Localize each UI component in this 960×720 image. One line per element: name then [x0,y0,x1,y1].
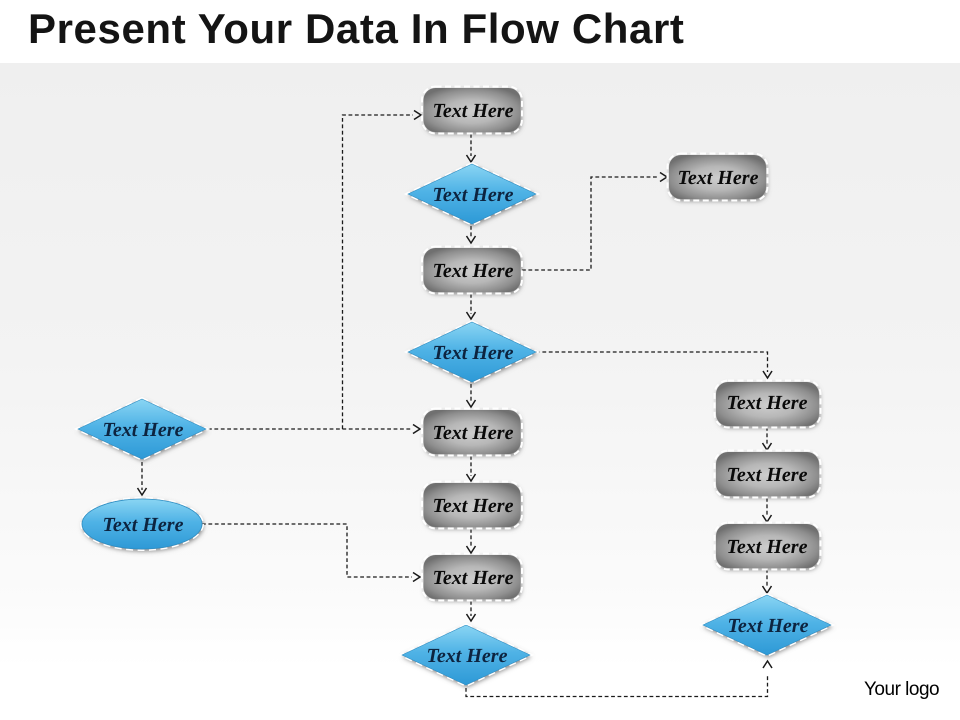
svg-text:Text Here: Text Here [728,615,809,637]
svg-text:Text Here: Text Here [727,536,808,558]
svg-text:Text Here: Text Here [433,342,514,364]
svg-text:Text Here: Text Here [433,495,514,517]
svg-text:Text Here: Text Here [678,167,759,189]
svg-text:Text Here: Text Here [103,514,184,536]
svg-text:Text Here: Text Here [727,392,808,414]
svg-text:Text Here: Text Here [427,645,508,667]
svg-text:Text Here: Text Here [433,422,514,444]
svg-text:Text Here: Text Here [433,567,514,589]
svg-text:Text Here: Text Here [103,419,184,441]
svg-text:Text Here: Text Here [433,100,514,122]
svg-text:Text Here: Text Here [433,260,514,282]
svg-text:Text Here: Text Here [727,464,808,486]
svg-text:Text Here: Text Here [433,184,514,206]
